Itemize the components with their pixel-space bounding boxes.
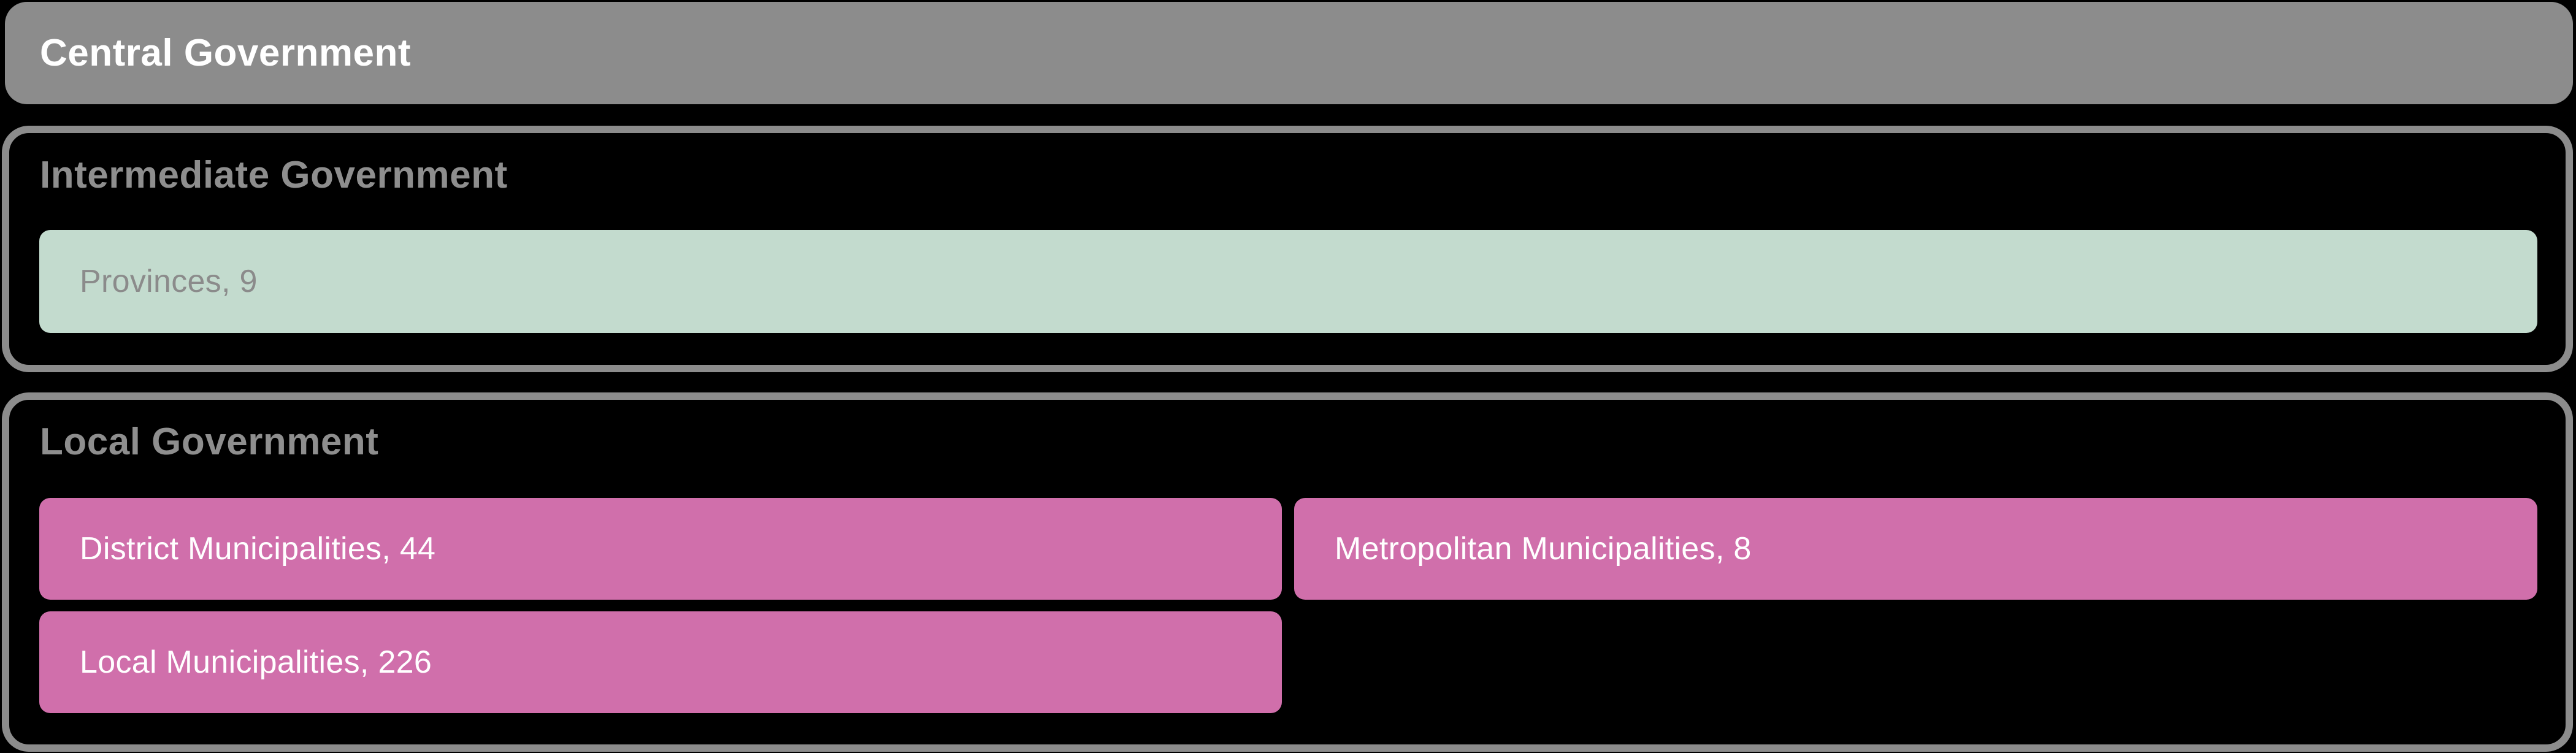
provinces-label: Provinces, 9 [80, 264, 258, 299]
local-government-title: Local Government [40, 421, 379, 463]
treemap-section-intermediate-government[interactable]: Intermediate Government Provinces, 9 [2, 126, 2573, 372]
treemap-tile-district-municipalities[interactable]: District Municipalities, 44 [39, 498, 1282, 600]
treemap-tile-provinces[interactable]: Provinces, 9 [39, 230, 2537, 333]
central-government-label: Central Government [40, 31, 412, 74]
intermediate-government-title: Intermediate Government [40, 154, 508, 196]
local-municipalities-label: Local Municipalities, 226 [80, 644, 432, 680]
treemap-tile-metropolitan-municipalities[interactable]: Metropolitan Municipalities, 8 [1294, 498, 2537, 600]
treemap-tile-local-municipalities[interactable]: Local Municipalities, 226 [39, 611, 1282, 713]
district-municipalities-label: District Municipalities, 44 [80, 531, 436, 567]
treemap-tile-central-government[interactable]: Central Government [5, 2, 2573, 104]
metropolitan-municipalities-label: Metropolitan Municipalities, 8 [1335, 531, 1752, 567]
treemap-section-local-government[interactable]: Local Government District Municipalities… [2, 392, 2573, 752]
